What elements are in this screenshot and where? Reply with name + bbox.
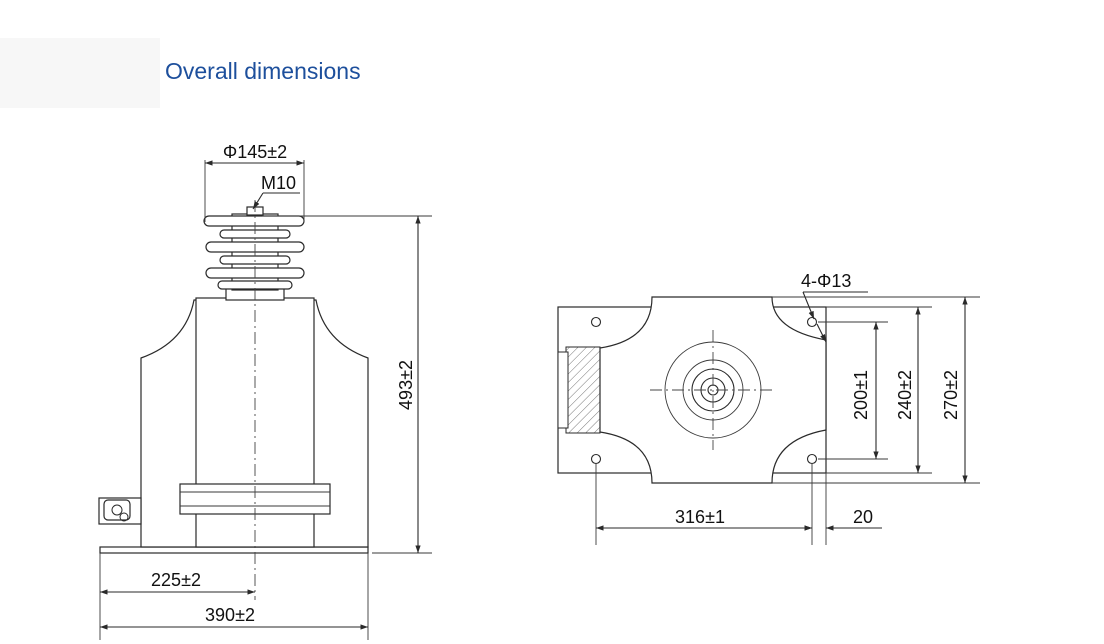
insulator-sheds bbox=[203, 213, 305, 291]
label-hole-spacing: 316±1 bbox=[675, 507, 725, 527]
label-base-width: 390±2 bbox=[205, 605, 255, 625]
dim-holes: 4-Φ13 bbox=[801, 271, 868, 343]
label-mid-span: 240±2 bbox=[895, 370, 915, 420]
page-title: Overall dimensions bbox=[165, 58, 361, 84]
dim-top-diameter: Φ145±2 bbox=[204, 142, 305, 222]
dim-height: 493±2 bbox=[262, 215, 432, 554]
front-view: Φ145±2 M10 493±2 225±2 390±2 bbox=[98, 142, 432, 640]
base-plate bbox=[99, 546, 369, 554]
dim-thread: M10 bbox=[252, 173, 300, 210]
terminal-block bbox=[565, 346, 601, 434]
label-center-offset: 225±2 bbox=[151, 570, 201, 590]
dim-edge-offset: 20 bbox=[790, 507, 882, 531]
label-inner-span: 200±1 bbox=[851, 370, 871, 420]
dim-hole-spacing: 316±1 bbox=[596, 507, 812, 531]
dim-mid-span: 240±2 bbox=[895, 307, 921, 473]
label-outer-span: 270±2 bbox=[941, 370, 961, 420]
header-background bbox=[0, 38, 160, 108]
dim-base-width: 390±2 bbox=[100, 553, 369, 640]
label-height: 493±2 bbox=[396, 360, 416, 410]
label-thread: M10 bbox=[261, 173, 296, 193]
dim-center-offset: 225±2 bbox=[99, 553, 255, 640]
label-top-diameter: Φ145±2 bbox=[223, 142, 287, 162]
label-holes: 4-Φ13 bbox=[801, 271, 851, 291]
dim-inner-span: 200±1 bbox=[851, 322, 879, 459]
terminal-box bbox=[98, 497, 142, 525]
label-edge-offset: 20 bbox=[853, 507, 873, 527]
dim-outer-span: 270±2 bbox=[941, 297, 968, 483]
top-view: 4-Φ13 200±1 240±2 270±2 316±1 bbox=[557, 271, 980, 545]
